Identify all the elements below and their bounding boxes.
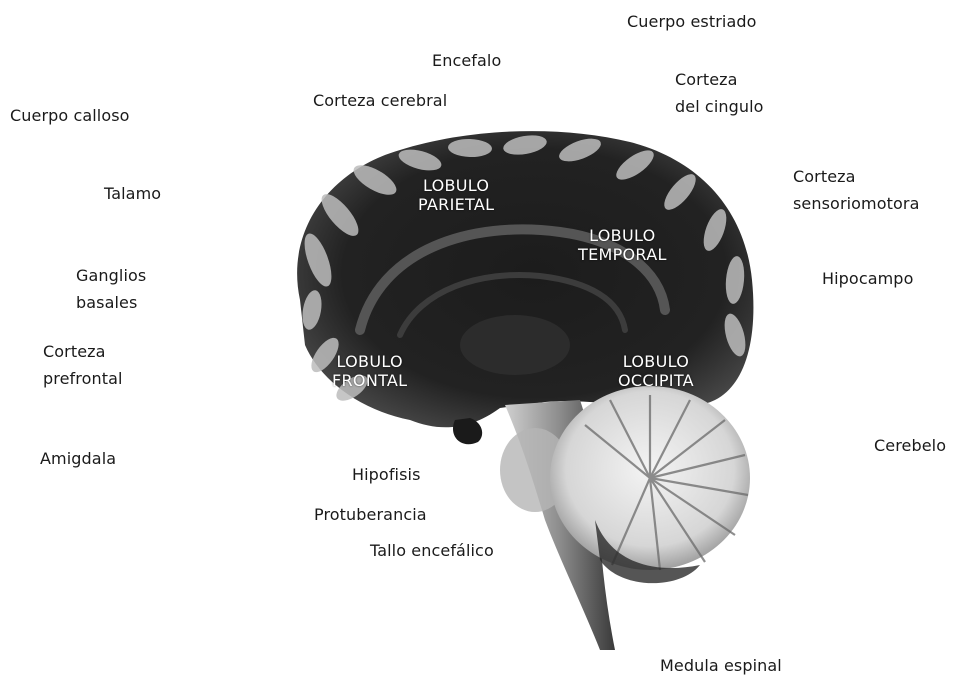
lobe-label-temporal: LOBULO TEMPORAL	[578, 226, 667, 264]
label-protuberancia: Protuberancia	[314, 501, 427, 528]
label-hipofisis: Hipofisis	[352, 461, 421, 488]
thalamus-shape	[460, 315, 570, 375]
label-encefalo: Encefalo	[432, 47, 501, 74]
label-cuerpo-estriado: Cuerpo estriado	[627, 8, 757, 35]
lobe-label-occipital: LOBULO OCCIPITA	[618, 352, 694, 390]
label-tallo-encefalico: Tallo encefálico	[370, 537, 494, 564]
label-hipocampo: Hipocampo	[822, 265, 913, 292]
label-amigdala: Amigdala	[40, 445, 116, 472]
label-cuerpo-calloso: Cuerpo calloso	[10, 102, 130, 129]
label-talamo: Talamo	[104, 180, 161, 207]
label-corteza-prefrontal: Corteza prefrontal	[43, 338, 123, 392]
lobe-label-parietal: LOBULO PARIETAL	[418, 176, 494, 214]
label-cerebelo: Cerebelo	[874, 432, 946, 459]
pituitary-shape	[453, 418, 482, 444]
label-medula-espinal: Medula espinal	[660, 652, 782, 679]
label-corteza-cingulo: Corteza del cingulo	[675, 66, 764, 120]
label-corteza-cerebral: Corteza cerebral	[313, 87, 447, 114]
lobe-label-frontal: LOBULO FRONTAL	[332, 352, 407, 390]
label-corteza-sensoriomotora: Corteza sensoriomotora	[793, 163, 919, 217]
label-ganglios-basales: Ganglios basales	[76, 262, 146, 316]
